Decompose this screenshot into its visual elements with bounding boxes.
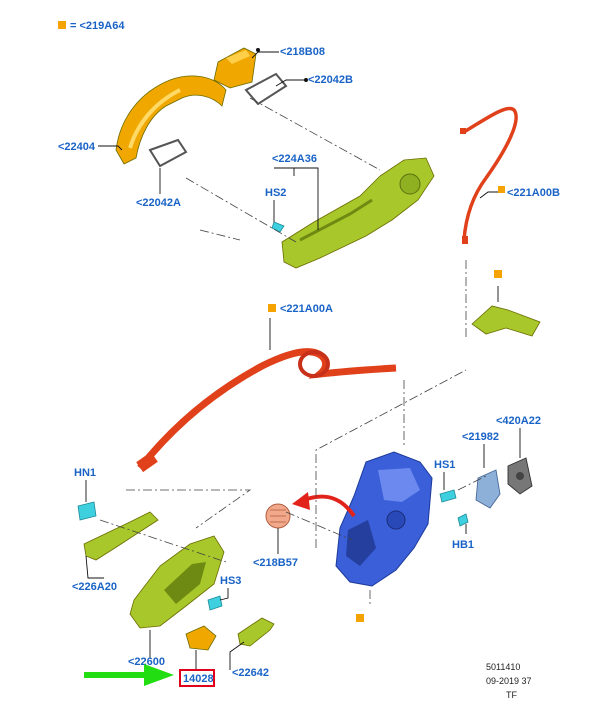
switch-14028 (185, 625, 217, 651)
callout-HS3: HS3 (220, 575, 241, 587)
callout-HS2: HS2 (265, 187, 286, 199)
upper-cable-221A00B (460, 106, 518, 244)
handle-bracket-224A36 (281, 157, 435, 269)
legend-text: = <219A64 (70, 20, 125, 32)
callout-420A22: <420A22 (496, 415, 541, 427)
exploded-lines (99, 97, 487, 606)
rotate-arrow (292, 492, 356, 518)
callout-22042B: <22042B (308, 74, 353, 86)
legend-marker-square (58, 21, 66, 29)
pointer-arrow (84, 664, 174, 686)
leader-lines (85, 51, 521, 670)
callout-22642: <22642 (232, 667, 269, 679)
callout-22042A: <22042A (136, 197, 181, 209)
escutcheon-22642 (237, 617, 275, 647)
bezel-226A20 (83, 511, 159, 561)
callout-224A36: <224A36 (272, 153, 317, 165)
callout-221A00A: <221A00A (280, 303, 333, 315)
marker-221A00B (498, 186, 505, 193)
screw-HS1 (439, 489, 457, 503)
callout-218B08: <218B08 (280, 46, 325, 58)
handle-cover-218B08 (213, 47, 257, 89)
door-latch (335, 451, 433, 587)
highlight-box-14028 (179, 669, 215, 687)
callout-HS1: HS1 (434, 459, 455, 471)
screw-HS2 (271, 221, 285, 233)
inner-handle-22600 (129, 535, 225, 629)
latch-cover-21982 (475, 469, 501, 509)
door-handle-22404 (115, 75, 227, 165)
callout-HB1: HB1 (452, 539, 474, 551)
marker-square-bracket (494, 270, 502, 278)
clip-218B57 (265, 503, 291, 529)
callout-226A20: <226A20 (72, 581, 117, 593)
callout-22600: <22600 (128, 656, 165, 668)
gasket-22042A (148, 138, 188, 168)
callout-HN1: HN1 (74, 467, 96, 479)
outside-cable-221A00A (136, 348, 397, 473)
callout-21982: <21982 (462, 431, 499, 443)
bolt-HB1 (457, 513, 469, 527)
clip-HN1 (77, 501, 97, 521)
callout-22404: <22404 (58, 141, 96, 153)
callout-221A00B: <221A00B (507, 187, 560, 199)
seal-420A22 (507, 457, 533, 495)
screw-HS3 (207, 595, 223, 611)
dot-218B08 (256, 48, 260, 52)
callout-218B57: <218B57 (253, 557, 298, 569)
marker-square-cable (268, 304, 276, 312)
dot-22042B (304, 78, 308, 82)
callout-14028: 14028 (183, 673, 214, 685)
marker-square-latch (356, 614, 364, 622)
ref-date: 09-2019 37 (486, 676, 532, 686)
gasket-22042B (244, 72, 288, 106)
ref-number: 5011410 (486, 662, 520, 672)
ref-code: TF (506, 690, 517, 700)
latch-bracket (471, 305, 541, 337)
